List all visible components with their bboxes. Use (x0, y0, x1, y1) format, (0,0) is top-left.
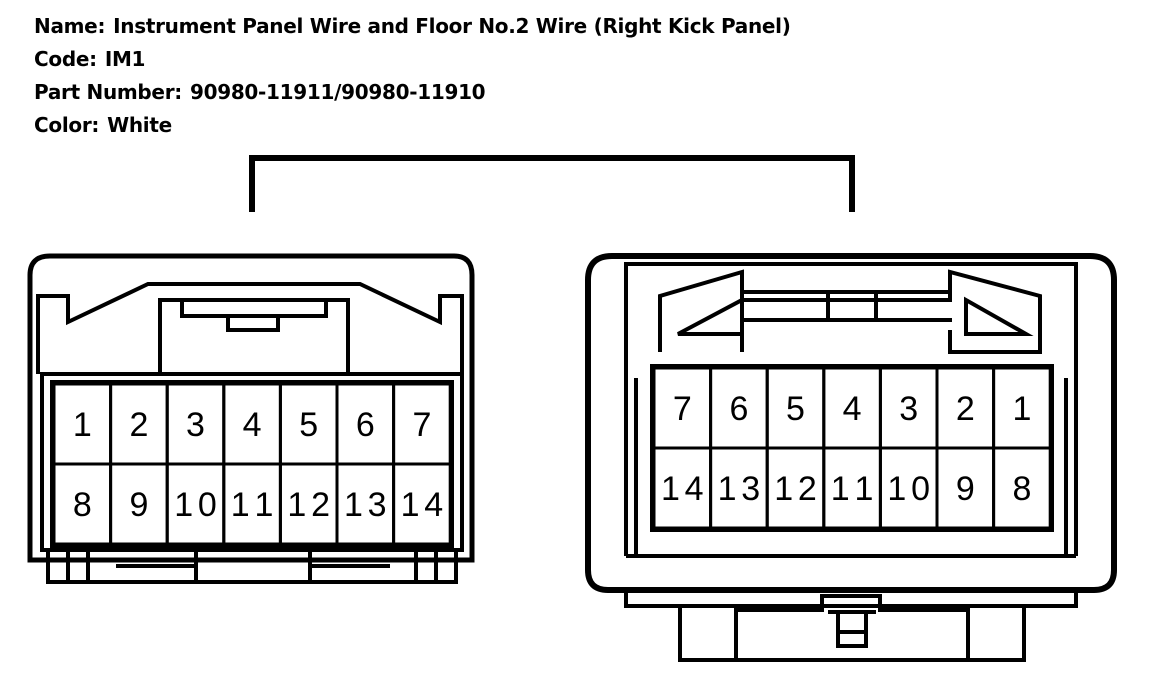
left-connector-inner-frame (40, 372, 464, 552)
right-connector-lock-frame (658, 269, 1042, 354)
left-connector-pin-label: 7 (412, 406, 431, 444)
left-connector-pin-label: 1 (73, 406, 92, 444)
part-number-row: Part Number: 90980-11911/90980-11910 (34, 76, 791, 109)
left-connector-lock-inner (180, 300, 328, 318)
name-label: Name: (34, 14, 106, 38)
left-connector-pin-label: 9 (129, 486, 148, 524)
left-connector-pin-label: 14 (401, 486, 444, 524)
left-connector-pin-label: 10 (174, 486, 217, 524)
code-label: Code: (34, 47, 97, 71)
right-connector-pin-label: 1 (1012, 390, 1031, 428)
right-connector-latch-button (828, 610, 876, 648)
left-connector-pin-cavity (392, 462, 452, 546)
left-connector-pin-label: 3 (186, 406, 205, 444)
left-connector-pin-label: 12 (287, 486, 330, 524)
pairing-bracket (249, 155, 855, 212)
connector-info: Name: Instrument Panel Wire and Floor No.… (34, 10, 791, 142)
right-connector-pin-label: 9 (956, 470, 975, 508)
right-connector-pin-label: 11 (831, 470, 874, 508)
left-connector-pin-label: 8 (73, 486, 92, 524)
left-connector-pin-grid (50, 380, 454, 548)
color-value: White (107, 113, 172, 137)
right-connector-inner-housing (624, 262, 1078, 378)
right-connector-guide-ramps (677, 296, 1034, 336)
name-row: Name: Instrument Panel Wire and Floor No.… (34, 10, 791, 43)
right-connector-pin-label: 14 (661, 470, 704, 508)
right-connector-pin-label: 10 (887, 470, 930, 508)
name-value: Instrument Panel Wire and Floor No.2 Wir… (113, 14, 791, 38)
left-connector-pin-label: 13 (344, 486, 387, 524)
color-row: Color: White (34, 109, 791, 142)
right-connector-pin-label: 6 (729, 390, 748, 428)
left-connector-top-profile (36, 282, 464, 374)
right-connector-side-rails (624, 378, 1078, 558)
left-connector-housing (27, 253, 475, 563)
right-connector-latch-base (624, 592, 1078, 662)
left-connector-bottom-rail (46, 550, 458, 584)
left-connector-lock-tab (158, 298, 350, 374)
right-connector-pin-grid (650, 364, 1054, 532)
left-connector-pin-label: 11 (231, 486, 274, 524)
left-connector-lock-notch (226, 316, 280, 332)
right-connector-housing (585, 253, 1117, 593)
right-connector-pin-label: 5 (786, 390, 805, 428)
right-connector-pin-label: 8 (1012, 470, 1031, 508)
right-connector-pin-label: 2 (956, 390, 975, 428)
code-value: IM1 (104, 47, 146, 71)
right-connector-pin-label: 13 (718, 470, 761, 508)
left-connector-pin-label: 2 (129, 406, 148, 444)
color-label: Color: (34, 113, 100, 137)
left-connector-bottom-details (66, 550, 438, 582)
part-number-label: Part Number: (34, 80, 182, 104)
right-connector-pin-label: 4 (843, 390, 862, 428)
right-connector-pin-cavity (992, 446, 1052, 530)
left-connector-pin-label: 6 (356, 406, 375, 444)
right-connector-latch (680, 594, 1024, 662)
right-connector-pin-label: 12 (774, 470, 817, 508)
left-connector-pin-label: 5 (299, 406, 318, 444)
right-connector-lock-tab (742, 290, 952, 322)
right-connector-pin-label: 7 (673, 390, 692, 428)
right-connector-pin-label: 3 (899, 390, 918, 428)
left-connector-pin-label: 4 (243, 406, 262, 444)
code-row: Code: IM1 (34, 43, 791, 76)
part-number-value: 90980-11911/90980-11910 (189, 80, 486, 104)
